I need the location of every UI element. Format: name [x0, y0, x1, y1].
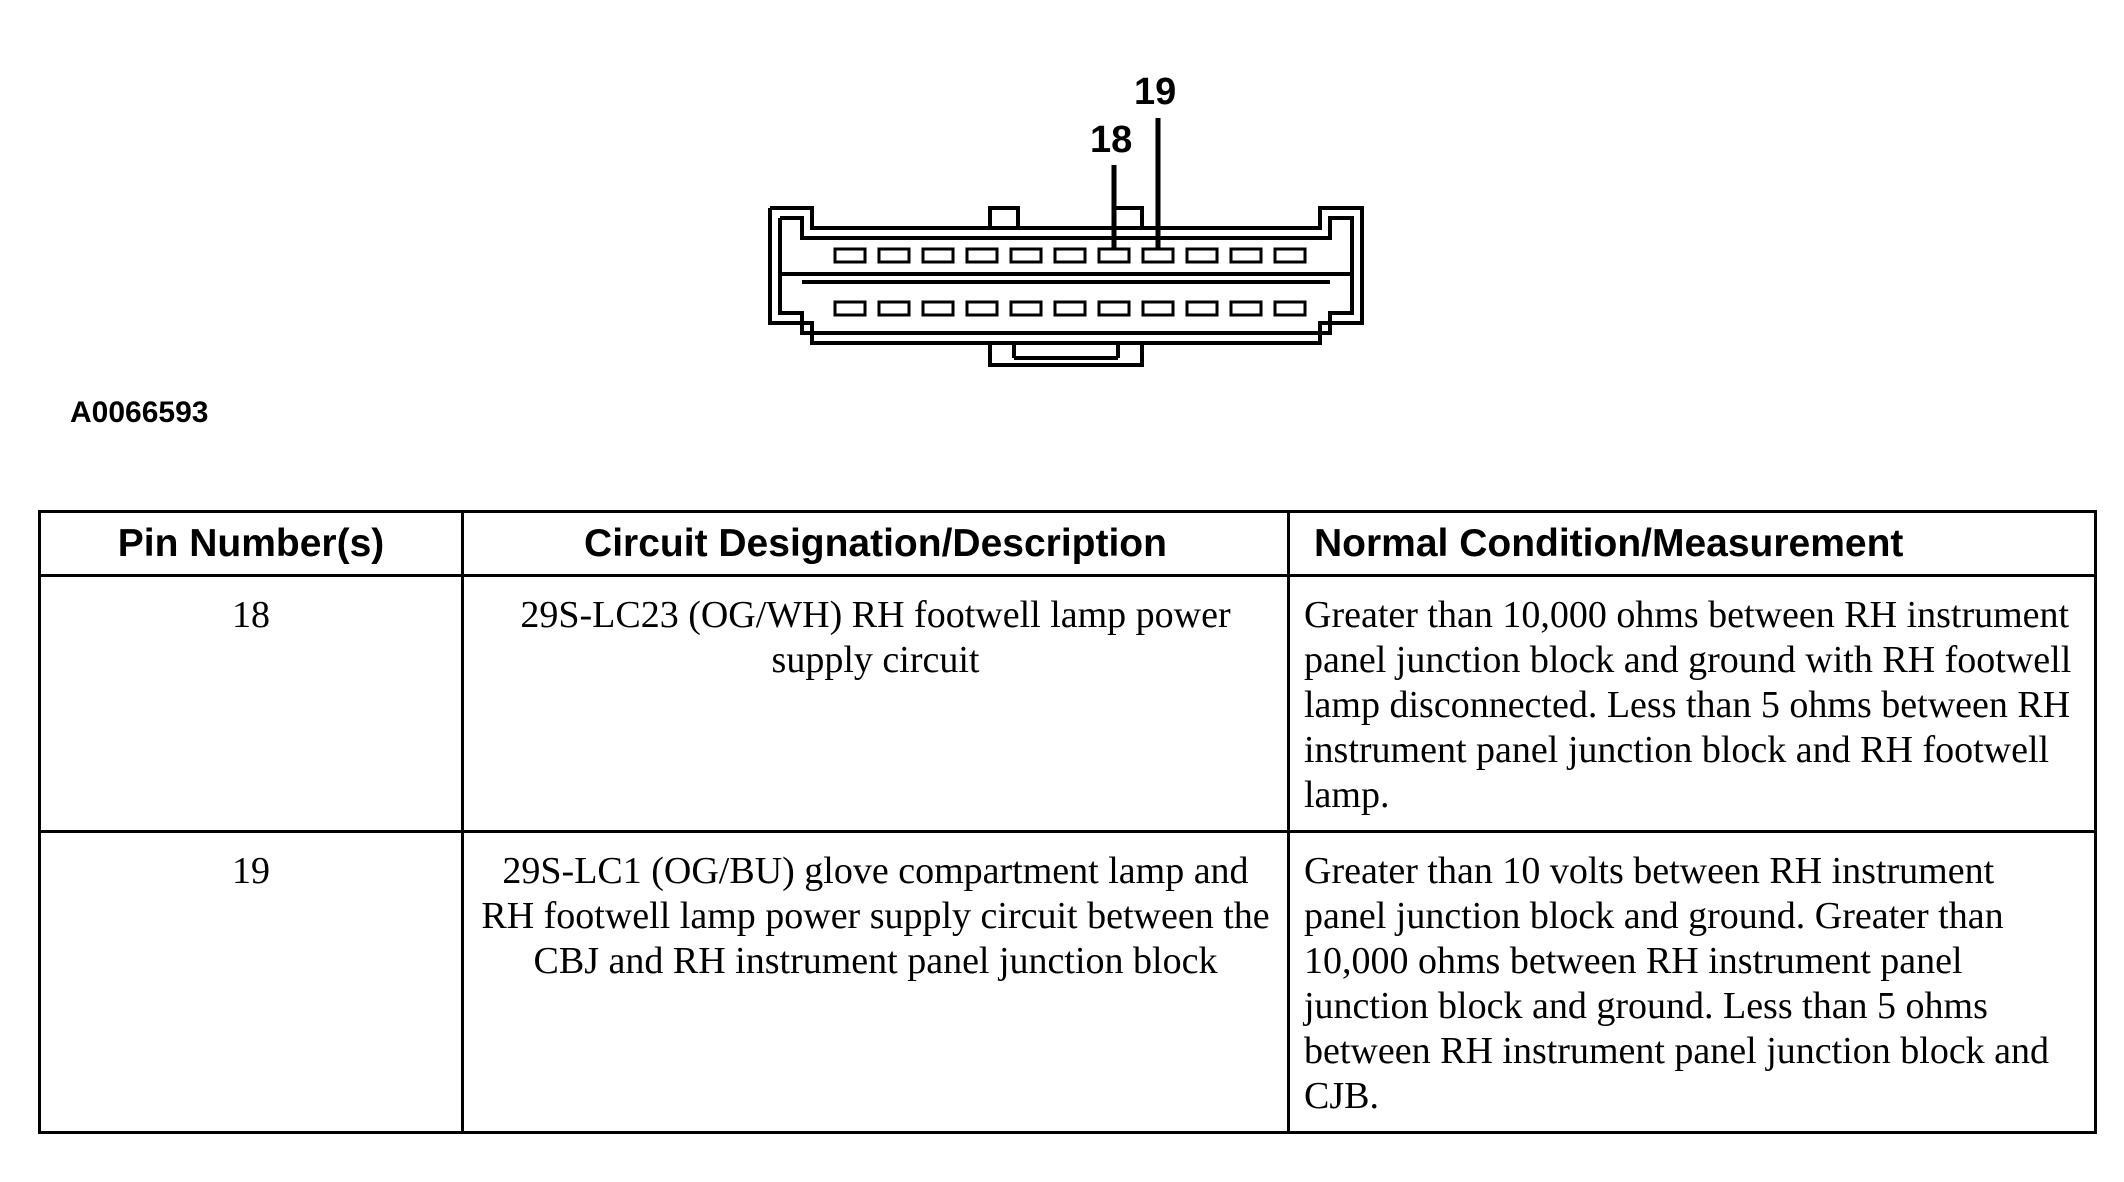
pin-cavity: [1141, 247, 1175, 264]
pin-cavity: [1097, 247, 1131, 264]
cell-condition: Greater than 10,000 ohms between RH inst…: [1287, 574, 2097, 833]
pin-cavity: [1053, 247, 1087, 264]
pin-cavity: [921, 300, 955, 317]
cell-condition: Greater than 10 volts between RH instrum…: [1287, 830, 2097, 1134]
top-lock-tab-left: [988, 206, 1020, 230]
table-row: 18 29S-LC23 (OG/WH) RH footwell lamp pow…: [38, 574, 2097, 833]
pin-cavity: [877, 247, 911, 264]
pin-cavity: [1185, 247, 1219, 264]
cell-pin: 19: [38, 830, 464, 1134]
pin-table: Pin Number(s) Circuit Designation/Descri…: [38, 510, 2097, 1134]
figure-id: A0066593: [70, 396, 209, 429]
connector-housing-inner: [778, 216, 1354, 335]
pin-cavity: [1053, 300, 1087, 317]
table-header-row: Pin Number(s) Circuit Designation/Descri…: [38, 510, 2097, 577]
pin-cavity: [1185, 300, 1219, 317]
connector-diagram: 18 19: [768, 71, 1364, 367]
cell-circuit: 29S-LC23 (OG/WH) RH footwell lamp power …: [461, 574, 1290, 833]
pin-cavity: [1273, 300, 1307, 317]
pin-cavity: [965, 300, 999, 317]
header-pin-number: Pin Number(s): [38, 510, 464, 577]
pin-cavity: [965, 247, 999, 264]
pin-cavity: [1229, 247, 1263, 264]
header-circuit-designation: Circuit Designation/Description: [461, 510, 1290, 577]
pin-cavity: [1009, 300, 1043, 317]
cell-pin: 18: [38, 574, 464, 833]
pin-row-upper: [833, 247, 1307, 264]
pin-cavity: [833, 300, 867, 317]
table-row: 19 29S-LC1 (OG/BU) glove compartment lam…: [38, 830, 2097, 1134]
pin-cavity: [1009, 247, 1043, 264]
pin-cavity: [1141, 300, 1175, 317]
connector-housing: [768, 206, 1364, 345]
cell-circuit: 29S-LC1 (OG/BU) glove compartment lamp a…: [461, 830, 1290, 1134]
pin-cavity: [833, 247, 867, 264]
callout-label-18: 18: [1090, 119, 1132, 161]
top-lock-tab-right: [1112, 206, 1144, 230]
pin-row-lower: [833, 300, 1307, 317]
callout-label-19: 19: [1134, 71, 1176, 113]
header-normal-condition: Normal Condition/Measurement: [1287, 510, 2097, 577]
pin-cavity: [877, 300, 911, 317]
bottom-latch: [988, 343, 1144, 367]
pin-cavity: [1273, 247, 1307, 264]
pin-cavity: [1229, 300, 1263, 317]
pin-cavity: [1097, 300, 1131, 317]
pin-cavity: [921, 247, 955, 264]
